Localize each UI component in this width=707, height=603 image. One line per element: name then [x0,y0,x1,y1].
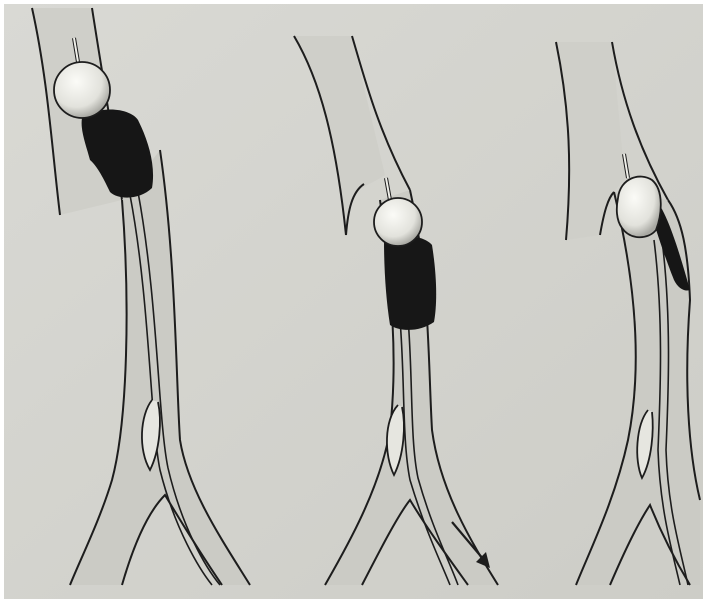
panel-2-balloon [374,198,422,246]
panel-3-balloon [617,177,661,238]
panel-1-balloon [54,62,110,118]
panel-2-clot [384,236,436,330]
